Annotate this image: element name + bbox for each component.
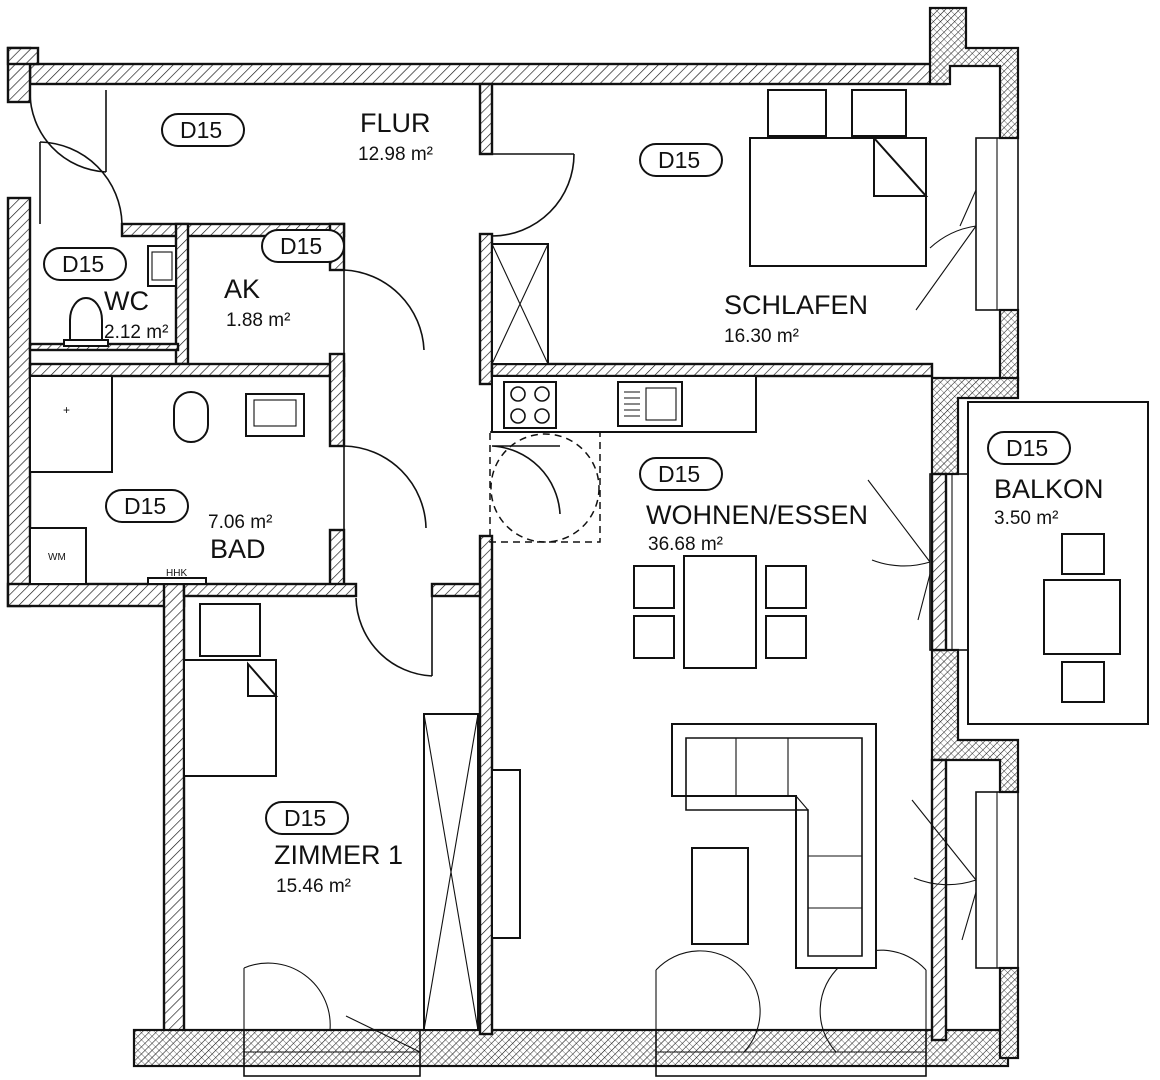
room-name-flur: FLUR xyxy=(360,108,431,138)
door-wohnen xyxy=(491,445,561,515)
wall-schlafen-bottom xyxy=(490,362,934,378)
schlafen-nightstand-2 xyxy=(851,89,907,137)
svg-text:D15: D15 xyxy=(658,461,700,487)
wall-right-upper xyxy=(998,308,1020,382)
balkon-table xyxy=(1043,579,1121,655)
wall-bad-bottom xyxy=(182,582,358,598)
wc-toilet xyxy=(69,297,103,347)
wall-living-right-inner xyxy=(930,472,948,652)
tv-board xyxy=(491,769,521,939)
svg-text:D15: D15 xyxy=(180,117,222,143)
window-zimmer-bottom xyxy=(243,1029,421,1077)
tag-balkon: D15 xyxy=(987,431,1071,465)
room-area-zimmer1: 15.46 m² xyxy=(276,876,351,897)
svg-text:D15: D15 xyxy=(1006,435,1048,461)
radiator-label: HHK xyxy=(166,568,187,579)
wc-sink xyxy=(147,245,177,287)
room-name-wohnen: WOHNEN/ESSEN xyxy=(646,500,868,530)
door-zimmer xyxy=(355,596,433,677)
tag-wohnen: D15 xyxy=(639,457,723,491)
room-area-bad: 7.06 m² xyxy=(208,512,272,533)
svg-text:D15: D15 xyxy=(124,493,166,519)
schlafen-nightstand-1 xyxy=(767,89,827,137)
window-wohnen-bottom xyxy=(655,1029,927,1077)
sash-wohnen-balkon xyxy=(867,479,931,621)
dining-chair xyxy=(633,565,675,609)
wall-living-right-inner-2 xyxy=(930,758,948,1042)
tag-wc: D15 xyxy=(43,247,127,281)
labels: D15 FLUR 12.98 m² D15 SCHLAFEN 16.30 m² … xyxy=(43,108,1104,897)
room-area-wc: 2.12 m² xyxy=(104,322,168,343)
wall-left xyxy=(6,196,32,608)
washing-machine-label: WM xyxy=(48,552,66,563)
tag-flur: D15 xyxy=(161,113,245,147)
svg-text:D15: D15 xyxy=(62,251,104,277)
washing-machine xyxy=(29,527,87,585)
room-area-balkon: 3.50 m² xyxy=(994,508,1058,529)
wall-central xyxy=(478,232,494,386)
wall-top xyxy=(28,62,948,86)
room-area-wohnen: 36.68 m² xyxy=(648,534,723,555)
sash-schlafen xyxy=(915,189,977,311)
wall-corner-top-right xyxy=(928,6,1020,140)
kitchen-clearance-circle xyxy=(490,433,600,543)
coffee-table xyxy=(691,847,749,945)
windows xyxy=(243,137,1019,1077)
wall-central-lower xyxy=(478,534,494,1036)
door-ak xyxy=(343,269,425,354)
tag-bad: D15 xyxy=(105,489,189,523)
bad-sink xyxy=(245,393,305,437)
schlafen-bed xyxy=(749,137,927,267)
door-entrance xyxy=(39,141,123,225)
room-name-bad: BAD xyxy=(210,534,266,564)
wall-zimmer-door-post xyxy=(430,582,482,598)
room-area-schlafen: 16.30 m² xyxy=(724,326,799,347)
furniture: + WM HHK xyxy=(29,89,929,1031)
doors xyxy=(29,90,977,1053)
door-bad xyxy=(343,445,427,530)
kitchen-stove xyxy=(503,381,557,429)
wall-bad-top xyxy=(28,362,346,378)
bad-toilet xyxy=(173,391,209,443)
tag-schlafen: D15 xyxy=(639,143,723,177)
room-name-wc: WC xyxy=(104,286,149,316)
bad-shower xyxy=(29,375,113,473)
room-area-flur: 12.98 m² xyxy=(358,144,433,165)
svg-text:D15: D15 xyxy=(658,147,700,173)
sash-wohnen-right xyxy=(911,799,977,941)
dining-table xyxy=(683,555,757,669)
dining-chair xyxy=(633,615,675,659)
svg-text:D15: D15 xyxy=(284,805,326,831)
living-sofa xyxy=(671,723,877,969)
room-area-ak: 1.88 m² xyxy=(226,310,290,331)
zimmer-bed xyxy=(183,659,277,777)
tag-zimmer1: D15 xyxy=(265,801,349,835)
wall-zimmer-left xyxy=(162,582,186,1050)
room-name-ak: AK xyxy=(224,274,260,304)
shower-drain: + xyxy=(63,403,70,417)
room-name-zimmer1: ZIMMER 1 xyxy=(274,840,403,870)
wall-bottom-left-step xyxy=(6,582,186,608)
wall-bad-right xyxy=(328,352,346,448)
dining-chair xyxy=(765,565,807,609)
balkon-chair xyxy=(1061,661,1105,703)
wall-top-left-stub xyxy=(6,46,40,66)
door-schlafen xyxy=(491,153,575,237)
room-name-schlafen: SCHLAFEN xyxy=(724,290,868,320)
zimmer-nightstand xyxy=(199,603,261,657)
tag-ak: D15 xyxy=(261,229,345,263)
door-wc xyxy=(29,90,107,173)
wall-bottom xyxy=(132,1028,1010,1068)
dining-chair xyxy=(765,615,807,659)
kitchen-clearance-box xyxy=(489,431,601,543)
balkon-chair xyxy=(1061,533,1105,575)
sash-wohnen-bottom xyxy=(655,949,927,1053)
svg-text:D15: D15 xyxy=(280,233,322,259)
wall-flur-divider xyxy=(478,82,494,156)
radiator xyxy=(147,577,207,585)
wall-right-lower xyxy=(998,966,1020,1060)
room-name-balkon: BALKON xyxy=(994,474,1104,504)
sash-zimmer xyxy=(243,962,421,1053)
